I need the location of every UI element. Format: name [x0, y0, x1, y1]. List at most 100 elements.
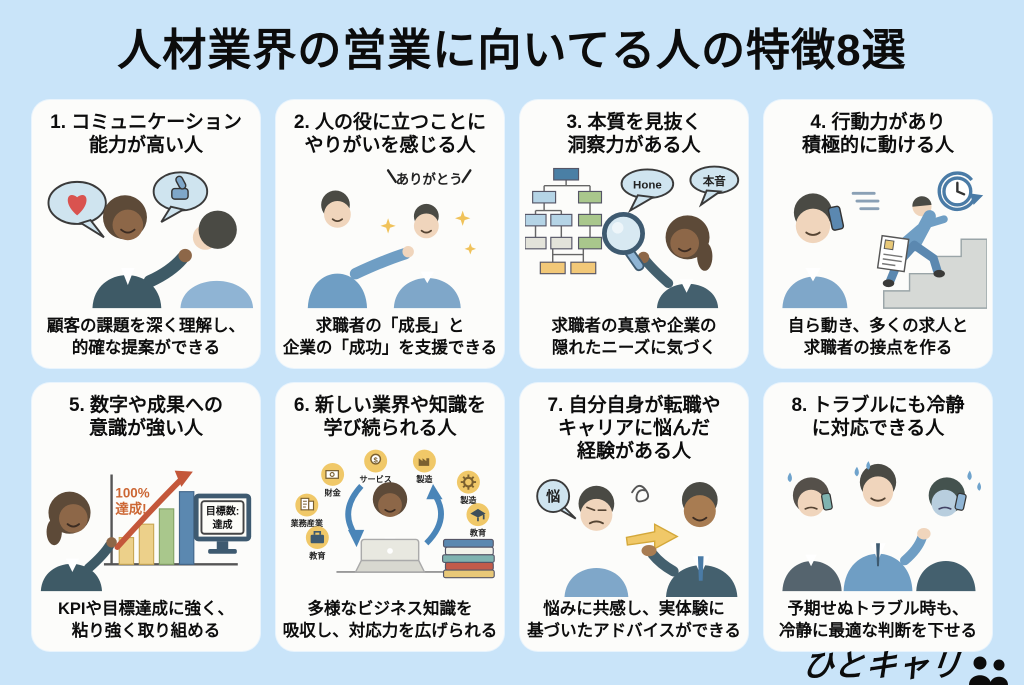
cycle-arrows — [345, 484, 444, 548]
industry-icon-factory: 製造 — [412, 449, 436, 484]
card6-illustration: $ サービス 製造 財金 製造 — [281, 442, 499, 597]
sweat-drop-icon — [967, 470, 972, 481]
job-posting-papers — [876, 235, 910, 273]
man-listening — [180, 210, 254, 309]
thanks-text: ありがとう — [386, 169, 472, 187]
industry-icon-briefcase: 教育 — [305, 526, 329, 561]
label-finance: 財金 — [324, 488, 342, 498]
sparkle-icons — [380, 210, 477, 255]
card-7-own-experience: 7. 自分自身が転職や キャリアに悩んだ 経験がある人 悩 — [520, 383, 748, 651]
label-manufacturing: 製造 — [415, 474, 433, 484]
magnifier-icon — [601, 212, 645, 272]
nayami-label: 悩 — [545, 488, 560, 504]
card-5-numbers-driven: 5. 数字や成果への 意識が強い人 100% 達成! — [32, 383, 260, 651]
target-monitor: 目標数: 達成 — [193, 493, 252, 555]
card-8-calm-under-trouble: 8. トラブルにも冷静 に対応できる人 — [764, 383, 992, 651]
card-description: KPIや目標達成に強く、 粘り強く取り組める — [57, 600, 234, 640]
talking-people-art — [47, 171, 254, 309]
svg-text:$: $ — [374, 456, 379, 465]
card-title: 3. 本質を見抜く 洞察力がある人 — [566, 112, 702, 157]
running-man — [882, 196, 948, 288]
woman-talking — [92, 195, 192, 309]
label-service: サービス — [359, 474, 391, 484]
two-people-icon — [969, 656, 1008, 685]
man-receiving-thanks — [393, 204, 461, 309]
label-education: 教育 — [469, 528, 486, 538]
card-title: 8. トラブルにも冷静 に対応できる人 — [791, 395, 965, 440]
card-grid: 1. コミュニケーション 能力が高い人 — [32, 100, 992, 651]
card2-illustration: ありがとう — [281, 159, 499, 314]
panicked-woman-left — [782, 472, 842, 592]
card-title: 7. 自分自身が転職や キャリアに悩んだ 経験がある人 — [547, 395, 721, 463]
scribble-icon — [631, 484, 650, 502]
man-on-phone — [782, 193, 848, 309]
label-services-industry: 業務産業 — [290, 518, 324, 528]
industry-icon-graduation: 教育 — [466, 503, 490, 538]
card7-illustration: 悩 — [525, 466, 743, 598]
achievement-label: 100% 達成! — [115, 486, 149, 517]
calm-man-center — [843, 461, 931, 592]
page-title: 人材業界の営業に向いてる人の特徴8選 — [117, 26, 907, 75]
card-title: 6. 新しい業界や知識を 学び続られる人 — [293, 395, 487, 440]
thumbs-up-icon — [171, 175, 189, 201]
card4-illustration — [769, 159, 987, 314]
card-6-continuous-learning: 6. 新しい業界や知識を 学び続られる人 $ サービス 製造 — [276, 383, 504, 651]
card-description: 多様なビジネス知識を 吸収し、対応力を広げられる — [282, 600, 498, 640]
sweat-drop-icon — [854, 467, 859, 477]
label-education-2: 教育 — [308, 551, 325, 561]
card8-illustration — [769, 442, 987, 597]
monitor-line2: 達成 — [212, 518, 232, 531]
card-description: 自ら動き、多くの求人と 求職者の接点を作る — [787, 317, 969, 357]
man-giving-thanks — [307, 190, 414, 309]
industry-icon-documents: 業務産業 — [290, 493, 324, 528]
arigatou-label: ありがとう — [396, 171, 463, 187]
panicked-woman-right — [916, 470, 982, 592]
thumbs-up-speech-bubble — [152, 171, 209, 224]
label-manufacturing-2: 製造 — [459, 495, 477, 505]
card-2-helping-others: 2. 人の役に立つことに やりがいを感じる人 ありがとう — [276, 100, 504, 368]
hone-label: Hone — [633, 180, 662, 192]
insight-art: Hone 本音 — [525, 165, 740, 309]
card-description: 求職者の「成長」と 企業の「成功」を支援できる — [282, 317, 498, 357]
industry-icon-finance: 財金 — [321, 463, 345, 498]
card-title: 4. 行動力があり 積極的に動ける人 — [801, 112, 954, 157]
speech-bubble-hone: Hone — [620, 168, 675, 214]
worried-man — [564, 485, 629, 598]
card-title: 2. 人の役に立つことに やりがいを感じる人 — [293, 112, 487, 157]
card-description: 求職者の真意や企業の 隠れたニーズに気づく — [551, 317, 717, 357]
logo-text: ひとキャリ — [800, 648, 964, 683]
confident-advisor — [641, 481, 738, 598]
clock-icon — [937, 171, 984, 212]
org-chart — [525, 168, 603, 275]
card-description: 顧客の課題を深く理解し、 的確な提案ができる — [47, 317, 245, 357]
sweat-drop-icon — [787, 472, 792, 483]
card-description: 予期せぬトラブル時も、 冷静に最適な判断を下せる — [779, 600, 977, 640]
thanks-scene-art: ありがとう — [307, 169, 477, 309]
achievement-line1: 100% — [115, 486, 149, 501]
card-title: 1. コミュニケーション 能力が高い人 — [50, 112, 242, 157]
card5-illustration: 100% 達成! 目標数: 達成 — [37, 442, 255, 597]
industry-icon-gear: 製造 — [456, 470, 480, 505]
action-art — [782, 171, 987, 310]
card1-illustration — [37, 159, 255, 314]
card-1-communication: 1. コミュニケーション 能力が高い人 — [32, 100, 260, 368]
woman-with-magnifier — [637, 215, 719, 309]
calm-art — [782, 461, 982, 592]
brand-logo: ひとキャリ — [800, 640, 1009, 685]
achievement-line2: 達成! — [115, 501, 146, 517]
industry-icon-service: $ サービス — [359, 449, 392, 484]
experience-art: 悩 — [536, 478, 738, 598]
card-description: 悩みに共感し、実体験に 基づいたアドバイスができる — [527, 600, 741, 640]
sweat-drop-icon — [866, 461, 871, 471]
heart-speech-bubble — [47, 181, 107, 239]
kpi-art: 100% 達成! 目標数: 達成 — [40, 470, 252, 592]
worry-speech-bubble: 悩 — [536, 478, 577, 519]
bar-chart — [103, 470, 238, 566]
transition-arrow — [625, 522, 679, 550]
monitor-line1: 目標数: — [206, 505, 239, 518]
card-title: 5. 数字や成果への 意識が強い人 — [68, 395, 224, 440]
book-stack — [442, 539, 495, 579]
woman-pointing — [40, 492, 117, 592]
laptop-icon — [336, 539, 446, 574]
card-4-proactive: 4. 行動力があり 積極的に動ける人 — [764, 100, 992, 368]
